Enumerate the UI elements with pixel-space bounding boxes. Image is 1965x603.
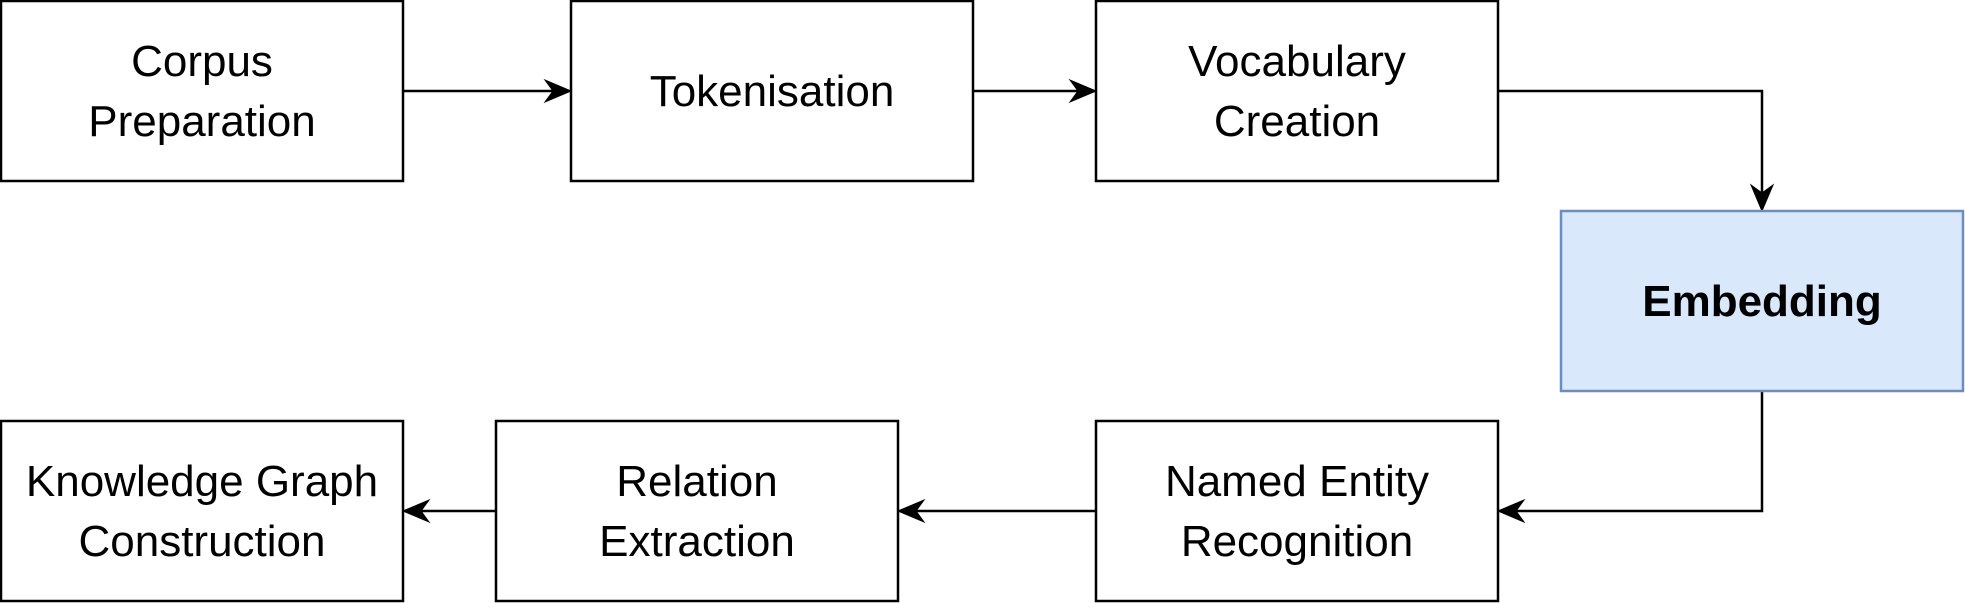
edge-tokenisation-to-vocabulary-creation <box>973 78 1098 104</box>
node-label-line: Construction <box>78 517 325 566</box>
arrowhead-icon <box>896 498 926 524</box>
arrowhead-icon <box>1068 78 1098 104</box>
node-label-line: Corpus <box>131 37 273 86</box>
node-label-line: Recognition <box>1181 517 1413 566</box>
node-tokenisation: Tokenisation <box>569 0 975 183</box>
edge-embedding-to-named-entity-recognition <box>1496 391 1764 524</box>
node-box <box>494 419 900 603</box>
node-box <box>0 0 405 183</box>
edge-corpus-preparation-to-tokenisation <box>403 78 573 104</box>
node-label-line: Named Entity <box>1165 457 1429 506</box>
arrowhead-icon <box>1496 498 1526 524</box>
arrowhead-icon <box>1749 183 1775 213</box>
edges-layer <box>401 78 1775 524</box>
edge-relation-extraction-to-knowledge-graph-construction <box>401 498 496 524</box>
node-label-line: Extraction <box>599 517 795 566</box>
node-embedding: Embedding <box>1559 209 1965 393</box>
arrowhead-icon <box>543 78 573 104</box>
node-label-line: Relation <box>616 457 777 506</box>
node-label-line: Creation <box>1214 97 1380 146</box>
node-box <box>0 419 405 603</box>
node-label-line: Knowledge Graph <box>26 457 378 506</box>
edge-named-entity-recognition-to-relation-extraction <box>896 498 1096 524</box>
node-box <box>1559 209 1965 393</box>
node-box <box>1094 419 1500 603</box>
edge-line <box>1516 391 1764 513</box>
edge-line <box>1498 89 1764 193</box>
node-label-line: Tokenisation <box>650 67 895 116</box>
arrowhead-icon <box>401 498 431 524</box>
node-box <box>1094 0 1500 183</box>
edge-vocabulary-creation-to-embedding <box>1498 89 1775 213</box>
node-label-line: Embedding <box>1642 277 1882 326</box>
node-box <box>569 0 975 183</box>
node-label-line: Preparation <box>88 97 315 146</box>
node-label-line: Vocabulary <box>1188 37 1406 86</box>
